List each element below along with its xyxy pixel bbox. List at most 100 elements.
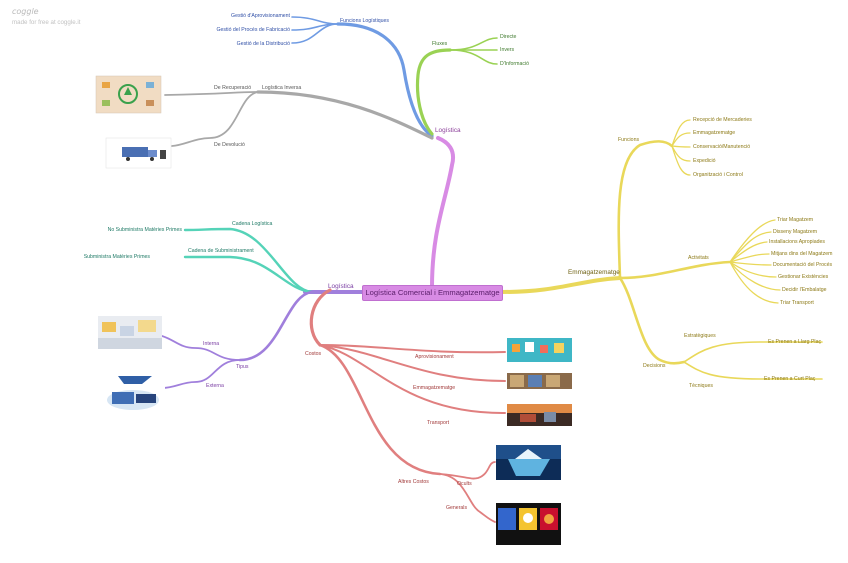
label-funcions-item[interactable]: Organització i Control [693,172,743,178]
connector-line [729,231,772,263]
label-activitats-item[interactable]: Triar Transport [780,300,814,306]
image-utilities-generals [496,503,561,545]
image-aprovisionament [507,338,572,362]
label-activitats-item[interactable]: Disseny Magatzem [773,229,817,235]
connector-line [683,361,823,380]
label-activitats-item[interactable]: Mitjans dins del Magatzem [771,251,832,257]
label-activitats-item[interactable]: Gestionar Existències [778,274,829,280]
label-estrategiques[interactable]: Estratègiques [684,333,716,339]
label-fluxes-item[interactable]: Invers [500,47,515,53]
connector-line [319,344,506,382]
image-iceberg-ocults [496,445,561,480]
label-funcions-item[interactable]: Recepció de Mercaderies [693,117,752,123]
connector-line [318,343,442,476]
label-fluxes-item[interactable]: D'Informació [500,61,529,67]
image-recycling [95,75,162,114]
image-transport [507,404,572,426]
label-altres-item[interactable]: Generals [446,505,467,511]
label-costos[interactable]: Costos [305,351,322,357]
connector-line [729,261,779,304]
label-tecniques[interactable]: Tècniques [689,383,713,389]
connector-line [617,140,674,280]
label-cadena-logistica[interactable]: Cadena Logística [232,221,272,227]
branch-emmagatzematge [499,276,622,294]
label-altres-costos[interactable]: Altres Costos [398,479,429,485]
coggle-tagline: made for free at coggle.it [12,19,81,26]
connector-line [729,261,772,266]
label-fluxes-item[interactable]: Directe [500,34,517,40]
connector-line [671,132,691,147]
connector-line [319,344,506,354]
connector-line [671,119,691,147]
label-funcions-logistiques[interactable]: Funcions Logístiques [340,18,389,24]
label-tipus-item[interactable]: Externa [206,383,224,389]
coggle-logo: coggle [12,7,39,16]
connector-line [164,91,259,96]
label-activitats-item[interactable]: Triar Magatzem [777,217,813,223]
connector-line [729,219,776,263]
connector-line [291,16,339,25]
label-funcions-item[interactable]: Conservació/Manutenció [693,144,750,150]
label-fluxes[interactable]: Fluxes [432,41,448,47]
label-tecniques-item[interactable]: Es Prenen a Curt Plaç [764,376,816,382]
label-activitats-item[interactable]: Decidir l'Embalatge [782,287,827,293]
label-emmagatzematge[interactable]: Emmagatzematge [568,269,620,276]
label-cadena-subministrament[interactable]: Cadena de Subministrament [188,248,254,254]
image-transport-externa [101,366,165,413]
label-logistica-left[interactable]: Logística [328,283,354,290]
label-estrategiques-item[interactable]: Es Prenen a Llarg Plaç [768,339,821,345]
label-funcions-item[interactable]: Gestió de la Distribució [237,41,290,47]
connector-line [171,91,259,147]
label-costos-item[interactable]: Transport [427,420,450,426]
connector-line [449,49,498,65]
connector-line [729,241,768,263]
connector-line [449,37,498,51]
connector-line [729,253,770,263]
connector-line [729,261,781,291]
branch-costos [309,288,332,347]
label-cadena-logistica-item[interactable]: No Subministra Matèries Primes [108,227,183,233]
connector-line [319,344,506,415]
label-costos-item[interactable]: Emmagatzematge [413,385,455,391]
connector-line [161,335,241,361]
central-topic[interactable]: Logística Comercial i Emmagatzematge [362,285,503,301]
image-return-truck [105,137,172,169]
branch-logistica-top [430,136,455,289]
connector-line [683,341,823,363]
label-activitats-item[interactable]: Documentació del Procés [773,262,833,268]
label-tipus-item[interactable]: Interna [203,341,219,347]
label-logistica-top[interactable]: Logística [435,127,461,134]
label-cadena-sub-item[interactable]: Subministra Matèries Primes [84,254,151,260]
label-logistica-inversa[interactable]: Logística Inversa [262,85,301,91]
branch-funcions-logistiques [336,22,434,138]
connector-line [183,227,314,294]
connector-line [671,145,691,148]
label-funcions-item[interactable]: Expedició [693,158,716,164]
label-activitats-item[interactable]: Installacions Apropiades [769,239,825,245]
label-altres-item[interactable]: Ocults [457,481,472,487]
label-funcions-item[interactable]: Gestió del Procés de Fabricació [216,27,290,33]
connector-line [161,359,241,389]
connector-line [439,461,496,480]
connector-line [618,260,732,280]
connector-line [439,473,496,523]
branch-fluxes [415,48,452,136]
connector-line [291,23,339,44]
label-costos-item[interactable]: Aprovisionament [415,354,454,360]
image-emmagatzematge [507,373,572,389]
label-inversa-item[interactable]: De Recuperació [214,85,251,91]
label-funcions[interactable]: Funcions [618,137,639,143]
connector-line [183,255,314,294]
image-warehouse-interna [98,316,162,349]
branch-logistica-inversa [256,90,434,140]
label-inversa-item[interactable]: De Devolució [214,142,245,148]
label-tipus[interactable]: Tipus [236,364,249,370]
label-funcions-item[interactable]: Gestió d'Aprovisionament [231,13,291,19]
label-decisions[interactable]: Decisions [643,363,666,369]
label-funcions-item[interactable]: Emmagatzematge [693,130,735,136]
connector-line [238,290,314,362]
label-activitats[interactable]: Activitats [688,255,709,261]
connector-line [671,145,691,176]
